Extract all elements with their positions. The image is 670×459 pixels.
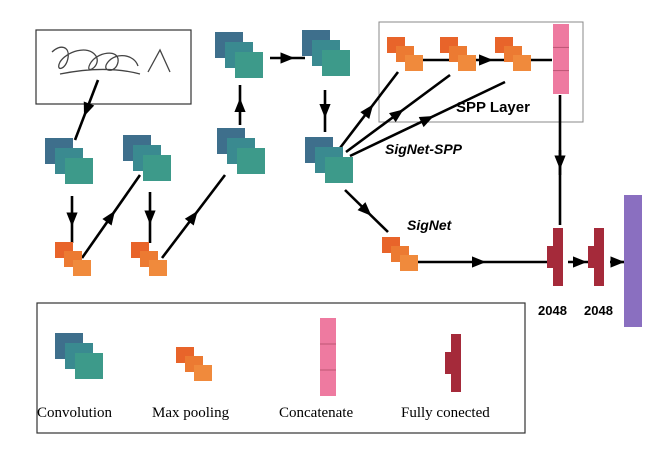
arrow-conv6-to-spp-pool3-head xyxy=(418,115,434,128)
spp-pool-block-1 xyxy=(387,37,423,71)
arrow-pool2-to-conv3-head xyxy=(184,210,198,226)
legend-max-pooling-label: Max pooling xyxy=(152,405,230,421)
spp-layer-box xyxy=(378,21,584,123)
spp-pool-block-3 xyxy=(495,37,531,71)
legend-icons xyxy=(55,318,461,396)
legend-max-pooling-icon xyxy=(176,347,212,381)
spp-pool-block-2 xyxy=(440,37,476,71)
legend-concatenate-label: Concatenate xyxy=(279,405,353,421)
arrow-conv2-to-pool2-head xyxy=(144,210,156,225)
signature-input-image xyxy=(35,29,192,105)
arrow-spp-to-concat-head xyxy=(479,54,493,66)
handwritten-signature xyxy=(51,46,171,75)
arrow-conv4-to-conv5-head xyxy=(280,52,295,64)
fc2-size-label: 2048 xyxy=(584,303,613,318)
arrow-fc1-to-fc2-head xyxy=(573,256,587,268)
network-blocks xyxy=(45,24,642,327)
arrow-conv6-to-pool-signet-head xyxy=(357,202,372,216)
pool-block-1 xyxy=(55,242,91,276)
arrow-fc2-to-output-head xyxy=(610,256,625,268)
conv-block-6 xyxy=(305,137,353,183)
legend-fully-connected-label: Fully conected xyxy=(401,405,490,421)
spp-layer-label: SPP Layer xyxy=(456,99,530,116)
arrow-input-to-conv1-head xyxy=(83,101,95,117)
arrow-conv5-to-conv6-head xyxy=(319,104,331,118)
conv-block-5 xyxy=(302,30,350,76)
arrow-pool-signet-to-fc1-head xyxy=(472,256,486,268)
spp-concatenate-block xyxy=(553,24,569,94)
arrow-concat-to-fc1-head xyxy=(554,155,566,170)
pool-block-2 xyxy=(131,242,167,276)
output-layer xyxy=(624,195,642,327)
legend-convolution-label: Convolution xyxy=(37,405,113,421)
fc1-size-label: 2048 xyxy=(538,303,567,318)
legend-convolution-icon xyxy=(55,333,103,379)
signet-pool-block xyxy=(382,237,418,271)
legend-box xyxy=(36,302,526,434)
fc-block-1 xyxy=(547,228,563,286)
arrow-conv1-to-pool1-head xyxy=(66,212,78,227)
conv-block-3 xyxy=(217,128,265,174)
conv-block-4 xyxy=(215,32,263,78)
arrow-pool1-to-conv2-head xyxy=(102,210,116,226)
arrow-conv6-to-spp-pool2-head xyxy=(389,109,404,123)
arrow-conv3-to-conv4-head xyxy=(234,98,246,112)
legend-concatenate-icon xyxy=(320,318,336,396)
conv-block-1 xyxy=(45,138,93,184)
signet-label: SigNet xyxy=(407,217,453,233)
signet-spp-label: SigNet-SPP xyxy=(385,141,463,157)
conv-block-2 xyxy=(123,135,171,181)
arrow-conv6-to-spp-pool1-head xyxy=(360,104,374,119)
connections xyxy=(66,52,625,268)
legend-fully-connected-icon xyxy=(445,334,461,392)
fc-block-2 xyxy=(588,228,604,286)
